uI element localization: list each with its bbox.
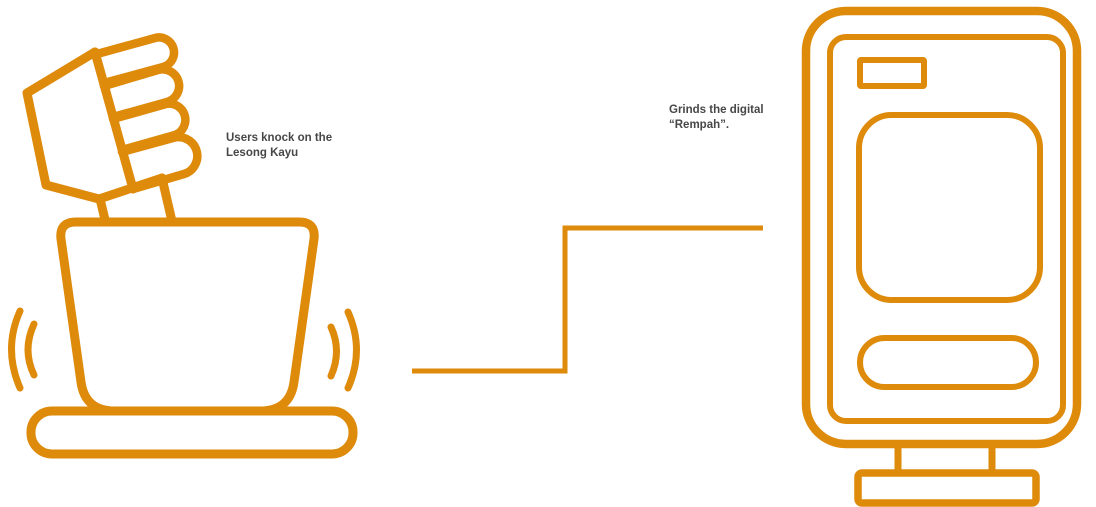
kiosk-outer-frame <box>801 6 1082 449</box>
caption-grinds-rempah-line1: Grinds the digital <box>669 104 764 116</box>
mortar-base <box>26 406 358 459</box>
caption-users-knock-line2: Lesong Kayu <box>226 147 299 159</box>
caption-grinds-rempah-line2: “Rempah”. <box>669 119 730 131</box>
kiosk-screen <box>856 112 1043 303</box>
caption-users-knock: Users knock on the Lesong Kayu <box>226 131 332 161</box>
kiosk-slot <box>857 57 927 89</box>
fist-knock-on-mortar-icon <box>8 33 360 459</box>
vibration-arcs-right <box>327 308 360 392</box>
caption-users-knock-line1: Users knock on the <box>226 132 333 144</box>
mortar-body <box>56 217 319 416</box>
caption-grinds-rempah: Grinds the digital “Rempah”. <box>669 103 764 133</box>
vibration-arcs-left <box>8 307 38 392</box>
finger-4 <box>117 132 202 194</box>
hand-back <box>22 47 167 204</box>
kiosk-stand-base <box>854 469 1040 507</box>
digital-kiosk-icon <box>801 6 1082 507</box>
step-connector-line <box>412 225 763 374</box>
kiosk-inner-frame <box>827 34 1066 424</box>
kiosk-button-pill <box>857 335 1039 390</box>
